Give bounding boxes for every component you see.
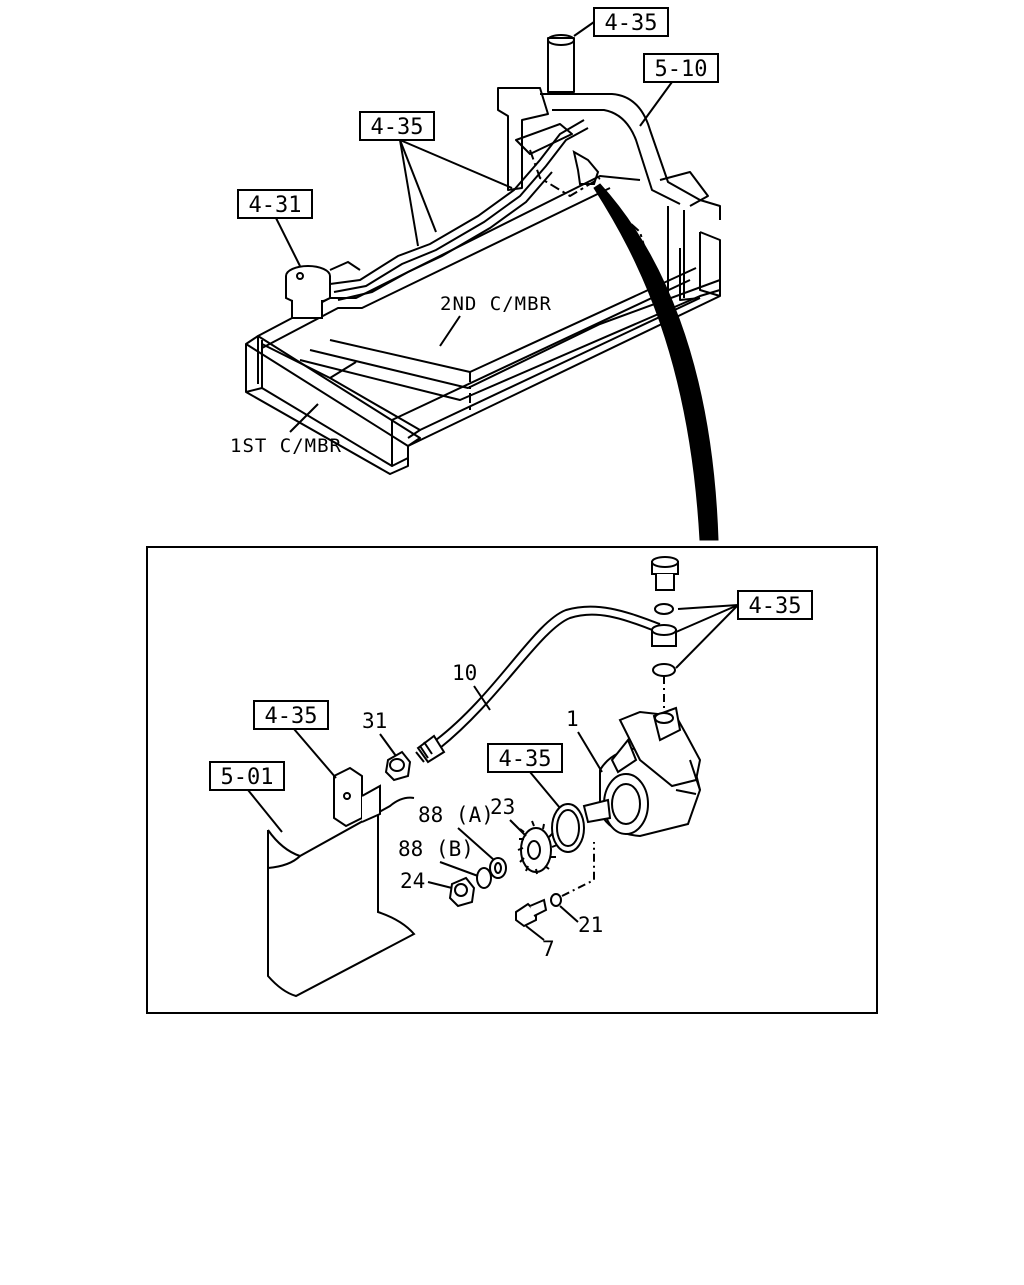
first-crossmember-flange-top bbox=[245, 335, 421, 447]
first-crossmember-end bbox=[245, 340, 263, 393]
part-gear-nut-label: 24 bbox=[400, 869, 425, 893]
nut-31 bbox=[384, 750, 412, 782]
rear-side-rail bbox=[419, 297, 701, 431]
ref-box-rail bbox=[643, 53, 719, 83]
drive-gear bbox=[517, 820, 558, 875]
first-crossmember bbox=[261, 343, 421, 439]
ref-rail-label: 5-10 bbox=[655, 57, 708, 82]
part-hose-label: 10 bbox=[452, 661, 477, 685]
part-washer-b-label: 88 (B) bbox=[398, 837, 474, 861]
ref-bracket-label: 4-35 bbox=[265, 704, 318, 729]
pump-shaft bbox=[582, 798, 612, 824]
ref-box-bracket bbox=[253, 700, 329, 730]
power-steering-pump bbox=[582, 706, 702, 838]
overview-frame bbox=[245, 34, 721, 475]
banjo-bolt bbox=[651, 556, 679, 710]
detail-callouts: 4-35 4-35 5-01 4-35 bbox=[209, 590, 813, 833]
o-ring-21 bbox=[550, 893, 562, 907]
gasket bbox=[551, 803, 585, 853]
frame-section bbox=[267, 796, 416, 998]
ref-box-pipe bbox=[359, 111, 435, 141]
curved-rail bbox=[540, 93, 721, 220]
part-pump-label: 1 bbox=[566, 707, 579, 731]
detail-frame bbox=[146, 546, 878, 1014]
part-numbers: 1 10 31 23 88 (A) 88 (B) 24 7 21 bbox=[362, 661, 603, 961]
ref-frame-label: 5-01 bbox=[221, 765, 274, 790]
hose-fitting bbox=[415, 734, 446, 764]
washer-upper bbox=[654, 603, 674, 615]
second-crossmember-label: 2ND C/MBR bbox=[440, 293, 552, 315]
ref-box-frame bbox=[209, 761, 285, 791]
detail-pointer-arrow bbox=[593, 183, 719, 541]
ref-tank-label: 4-31 bbox=[249, 193, 302, 218]
mount-bracket bbox=[497, 87, 549, 191]
pump-location-marker bbox=[572, 150, 600, 185]
first-crossmember-label: 1ST C/MBR bbox=[230, 435, 342, 457]
ref-box-tank bbox=[237, 189, 313, 219]
ref-banjo-label: 4-35 bbox=[749, 594, 802, 619]
part-washer-a-label: 88 (A) bbox=[418, 803, 494, 827]
part-bolt-label: 7 bbox=[542, 937, 555, 961]
hose bbox=[435, 605, 661, 749]
overview-callouts: 4-35 5-10 4-35 4-31 bbox=[237, 7, 719, 267]
ref-top-label: 4-35 bbox=[605, 11, 658, 36]
top-cylinder bbox=[547, 37, 575, 93]
washer-lower bbox=[652, 663, 676, 677]
small-hardware bbox=[448, 842, 595, 928]
bolt-7 bbox=[515, 902, 537, 928]
ref-box-top bbox=[593, 7, 669, 37]
overview-labels: 2ND C/MBR 1ST C/MBR bbox=[230, 293, 552, 457]
ref-gasket-label: 4-35 bbox=[499, 747, 552, 772]
part-oring-label: 21 bbox=[578, 913, 603, 937]
overview-pipes bbox=[329, 119, 600, 301]
reservoir-tank bbox=[285, 260, 361, 319]
part-gear-label: 23 bbox=[490, 795, 515, 819]
washer-88b bbox=[476, 867, 492, 889]
ref-pipe-label: 4-35 bbox=[371, 115, 424, 140]
part-nut-label: 31 bbox=[362, 709, 387, 733]
ref-box-gasket bbox=[487, 743, 563, 773]
hose-bracket bbox=[333, 766, 381, 828]
